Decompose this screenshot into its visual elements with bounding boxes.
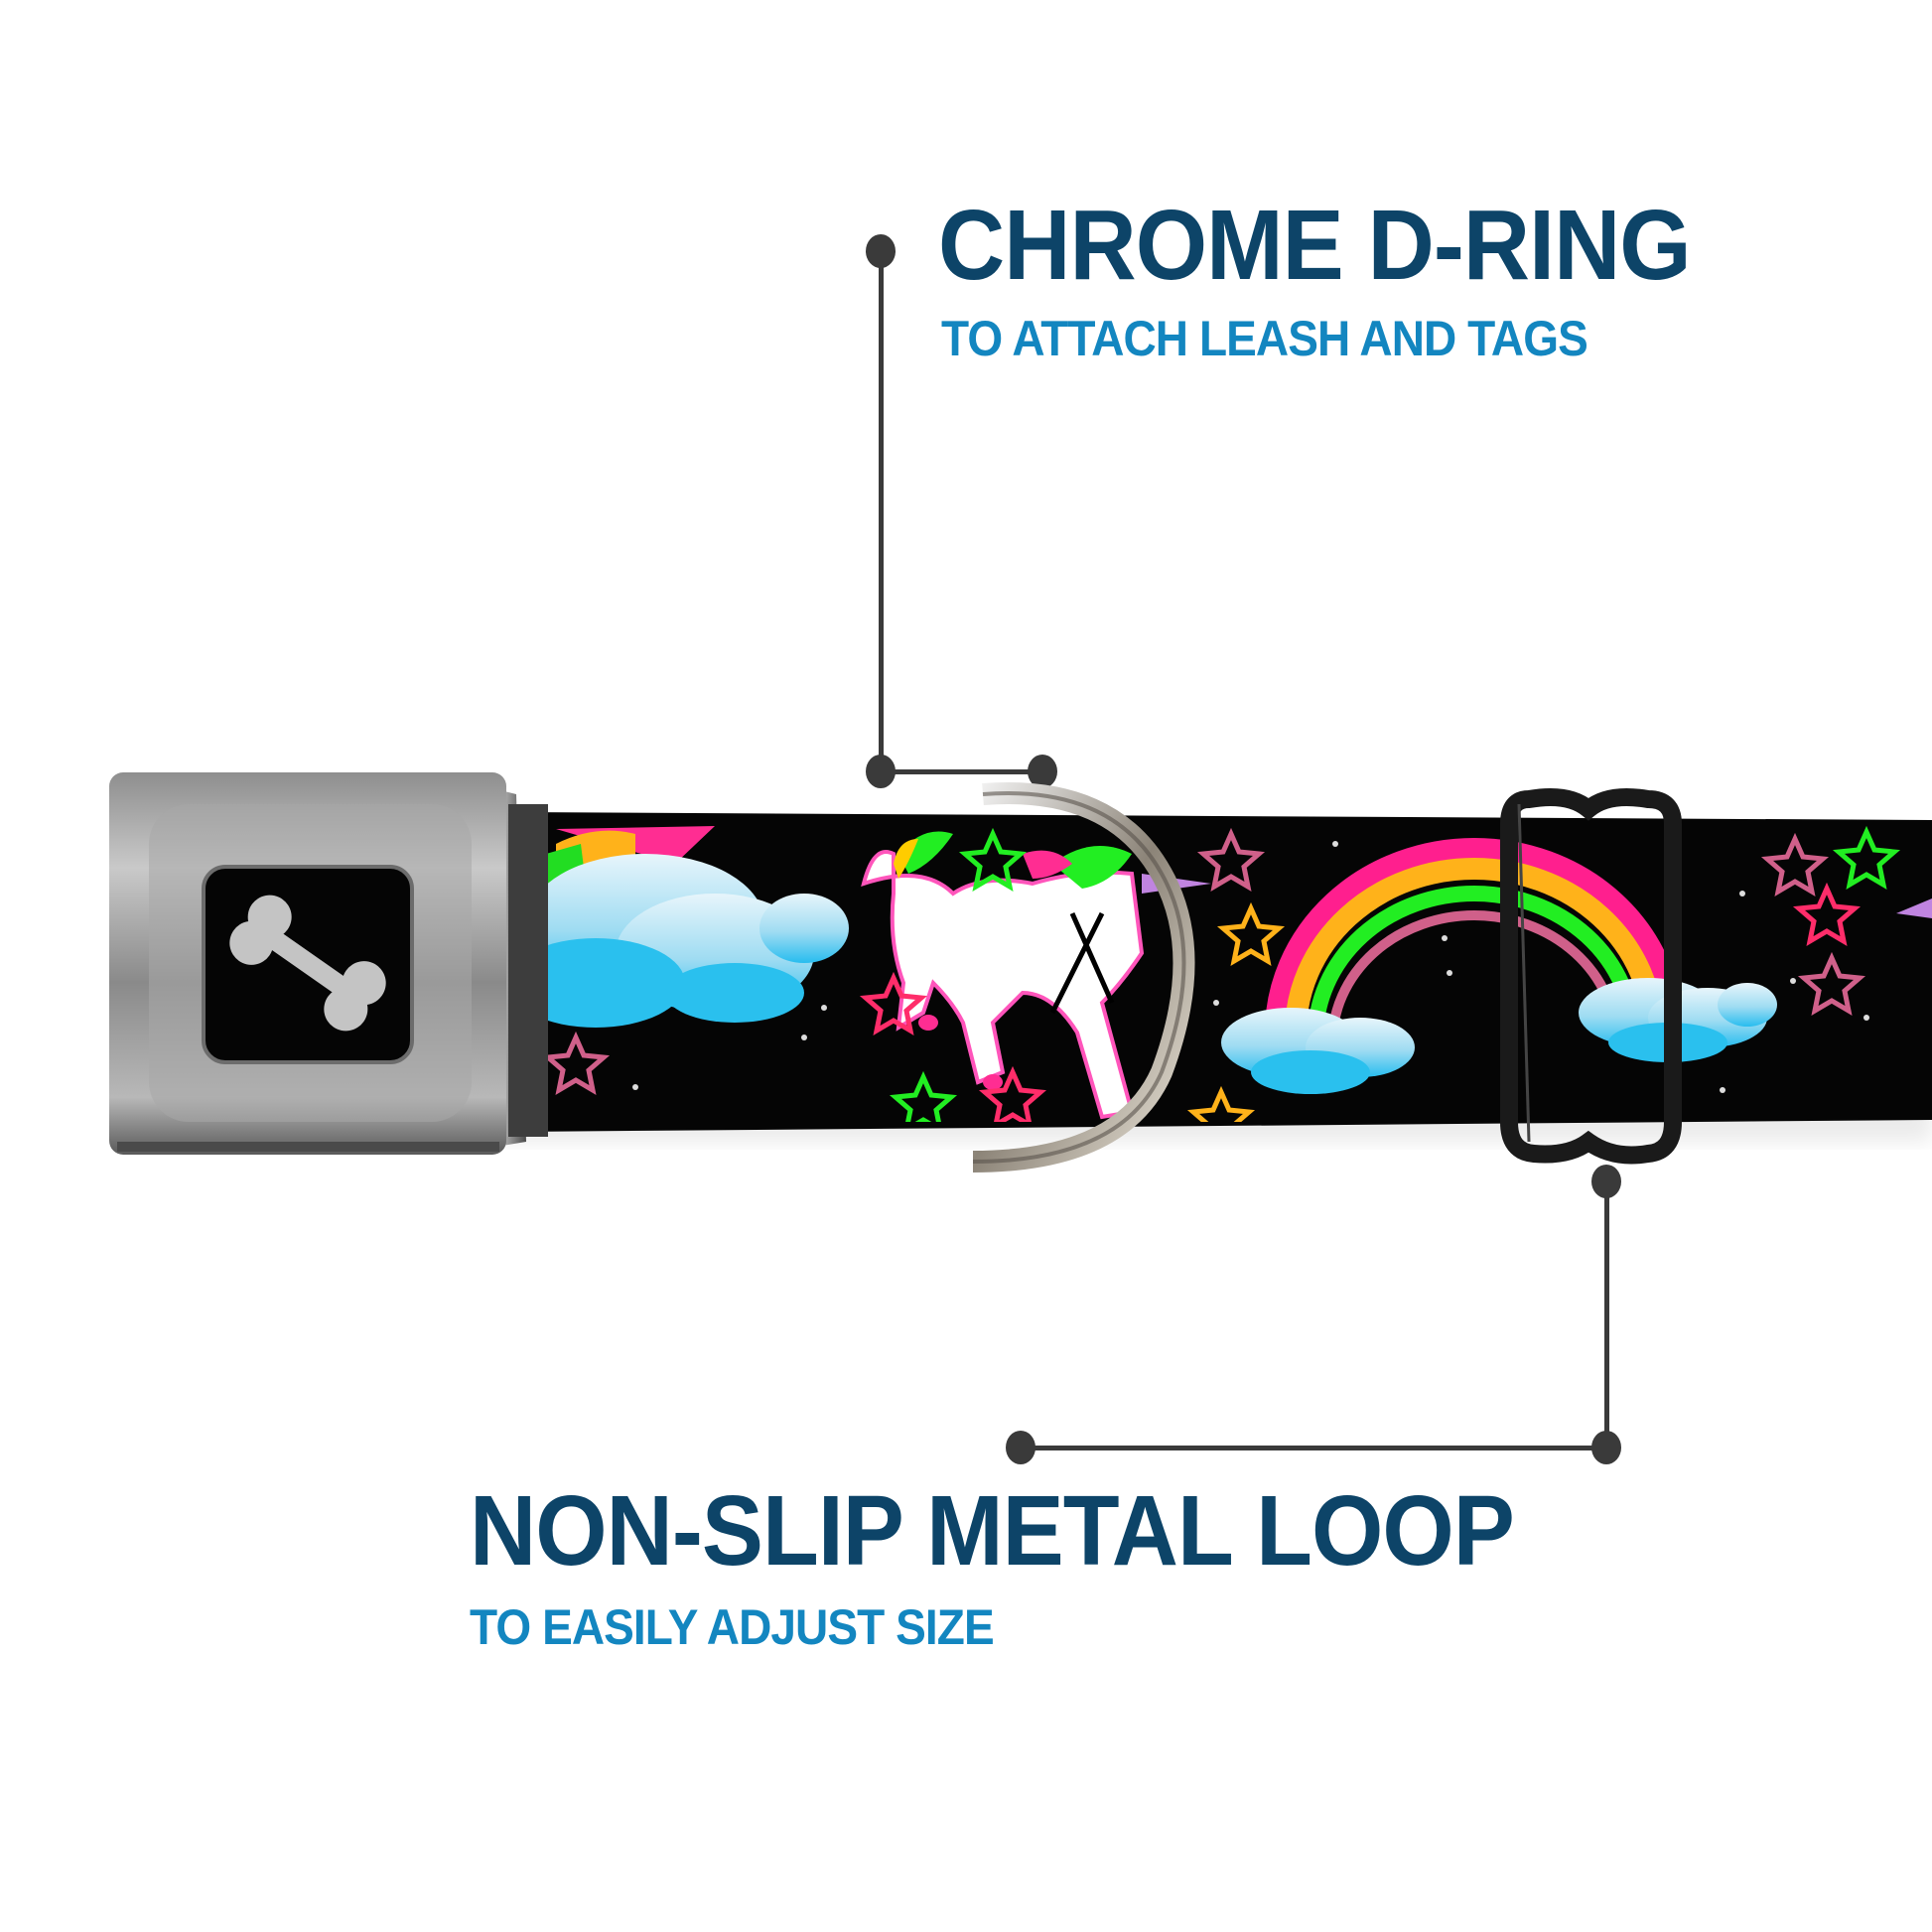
cloud-icon xyxy=(1221,1008,1415,1094)
seatbelt-buckle xyxy=(109,772,548,1155)
cloud-icon xyxy=(516,854,849,1028)
connector-dot-icon xyxy=(866,755,896,788)
d-ring-connector-vertical xyxy=(879,251,884,771)
loop-connector-vertical xyxy=(1604,1181,1609,1448)
star-icon xyxy=(541,825,1901,1122)
d-ring xyxy=(972,782,1195,1173)
loop-connector-horizontal xyxy=(1021,1446,1606,1450)
connector-dot-icon xyxy=(866,234,896,268)
metal-loop-title: NON-SLIP METAL LOOP xyxy=(470,1475,1515,1587)
sparkle-icon xyxy=(632,841,1869,1093)
connector-dot-icon xyxy=(1006,1431,1035,1464)
connector-dot-icon xyxy=(1028,755,1057,788)
connector-dot-icon xyxy=(1591,1165,1621,1198)
d-ring-title: CHROME D-RING xyxy=(938,190,1692,301)
bone-icon xyxy=(229,895,386,1032)
connector-dot-icon xyxy=(1591,1431,1621,1464)
adjuster-loop xyxy=(1500,788,1682,1165)
d-ring-subtitle: TO ATTACH LEASH AND TAGS xyxy=(941,311,1588,366)
rainbow-icon xyxy=(1265,838,1684,1043)
d-ring-connector-horizontal xyxy=(881,769,1042,774)
metal-loop-subtitle: TO EASILY ADJUST SIZE xyxy=(470,1599,995,1655)
